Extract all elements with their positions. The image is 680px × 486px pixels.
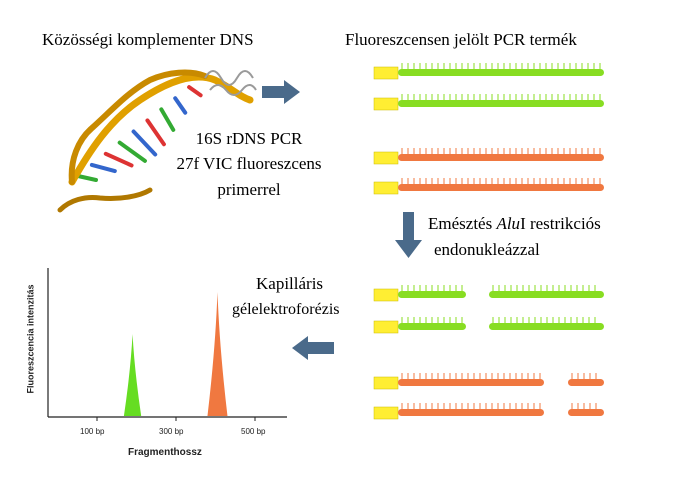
cdna-label: Közösségi komplementer DNS [42, 30, 254, 49]
chart-peaks [123, 292, 228, 416]
fluorescent-primer [373, 66, 399, 80]
dna-segment [398, 323, 466, 330]
dna-segment [398, 379, 544, 386]
digest-prefix: Emésztés [428, 214, 497, 233]
dna-rung [145, 118, 166, 147]
capillary-line2: gélelektroforézis [232, 301, 340, 318]
dna-segment [398, 69, 604, 76]
pcr-product-label: Fluoreszcensen jelölt PCR termék [345, 30, 577, 49]
digested-strands [373, 285, 604, 420]
arrow-left [292, 336, 334, 360]
labeled-fragment [373, 403, 604, 420]
fluorescent-primer [373, 97, 399, 111]
dna-segment [398, 409, 544, 416]
capillary-line1: Kapilláris [256, 274, 324, 293]
fluorescent-primer [373, 181, 399, 195]
chart-tick-label-100: 100 bp [80, 427, 105, 436]
dna-strand-1 [68, 73, 254, 186]
fluorescent-primer [373, 376, 399, 390]
fluorescent-primer [373, 288, 399, 302]
digest-step-line1: Emésztés AluI restrikciós [428, 214, 601, 234]
labeled-fragment [373, 148, 604, 165]
chart-xlabel: Fragmenthossz [128, 447, 202, 458]
dna-rung [89, 162, 117, 174]
chart-ylabel: Fluoreszcencia intenzitás [25, 284, 36, 394]
dna-rung [103, 151, 134, 168]
dna-rung [117, 140, 147, 163]
labeled-fragment [373, 317, 604, 334]
dna-segment [398, 100, 604, 107]
dna-segment [568, 379, 604, 386]
labeled-fragment [373, 373, 604, 390]
dna-strand-2 [68, 69, 208, 185]
dna-segment [568, 409, 604, 416]
dna-rung [76, 174, 98, 182]
chart-ticks [96, 417, 256, 421]
labeled-fragment [373, 178, 604, 195]
fluorescent-primer [373, 320, 399, 334]
arrow-right [262, 80, 300, 104]
dna-base-pairs [76, 74, 221, 182]
chart-peak-2 [207, 292, 228, 416]
dna-gray-coil [204, 70, 257, 96]
digest-step-line2: endonukleázzal [434, 240, 540, 259]
dna-segment [489, 291, 604, 298]
digest-suffix: I restrikciós [520, 214, 601, 233]
dna-rung [131, 129, 158, 157]
fluorescent-primer [373, 151, 399, 165]
digest-enzyme: Alu [496, 214, 521, 233]
pcr-product-strands [373, 63, 604, 195]
pcr-step-line1: 16S rDNS PCR [195, 129, 303, 148]
pcr-step-line2: 27f VIC fluoreszcens [176, 154, 322, 173]
dna-segment [398, 154, 604, 161]
chart-tick-label-500: 500 bp [241, 427, 266, 436]
labeled-fragment [373, 285, 604, 302]
dna-tail [57, 187, 153, 213]
dna-rung [159, 107, 176, 132]
electropherogram-chart [47, 268, 287, 421]
fluorescent-primer [373, 406, 399, 420]
labeled-fragment [373, 63, 604, 80]
labeled-fragment [373, 94, 604, 111]
chart-tick-label-300: 300 bp [159, 427, 184, 436]
dna-rung [173, 96, 188, 115]
arrow-down [395, 212, 422, 258]
chart-peak-1 [123, 334, 142, 416]
dna-segment [489, 323, 604, 330]
dna-segment [398, 184, 604, 191]
dna-segment [398, 291, 466, 298]
pcr-step-line3: primerrel [217, 180, 281, 199]
dna-helix-illustration [57, 69, 257, 213]
dna-rung [187, 85, 203, 98]
